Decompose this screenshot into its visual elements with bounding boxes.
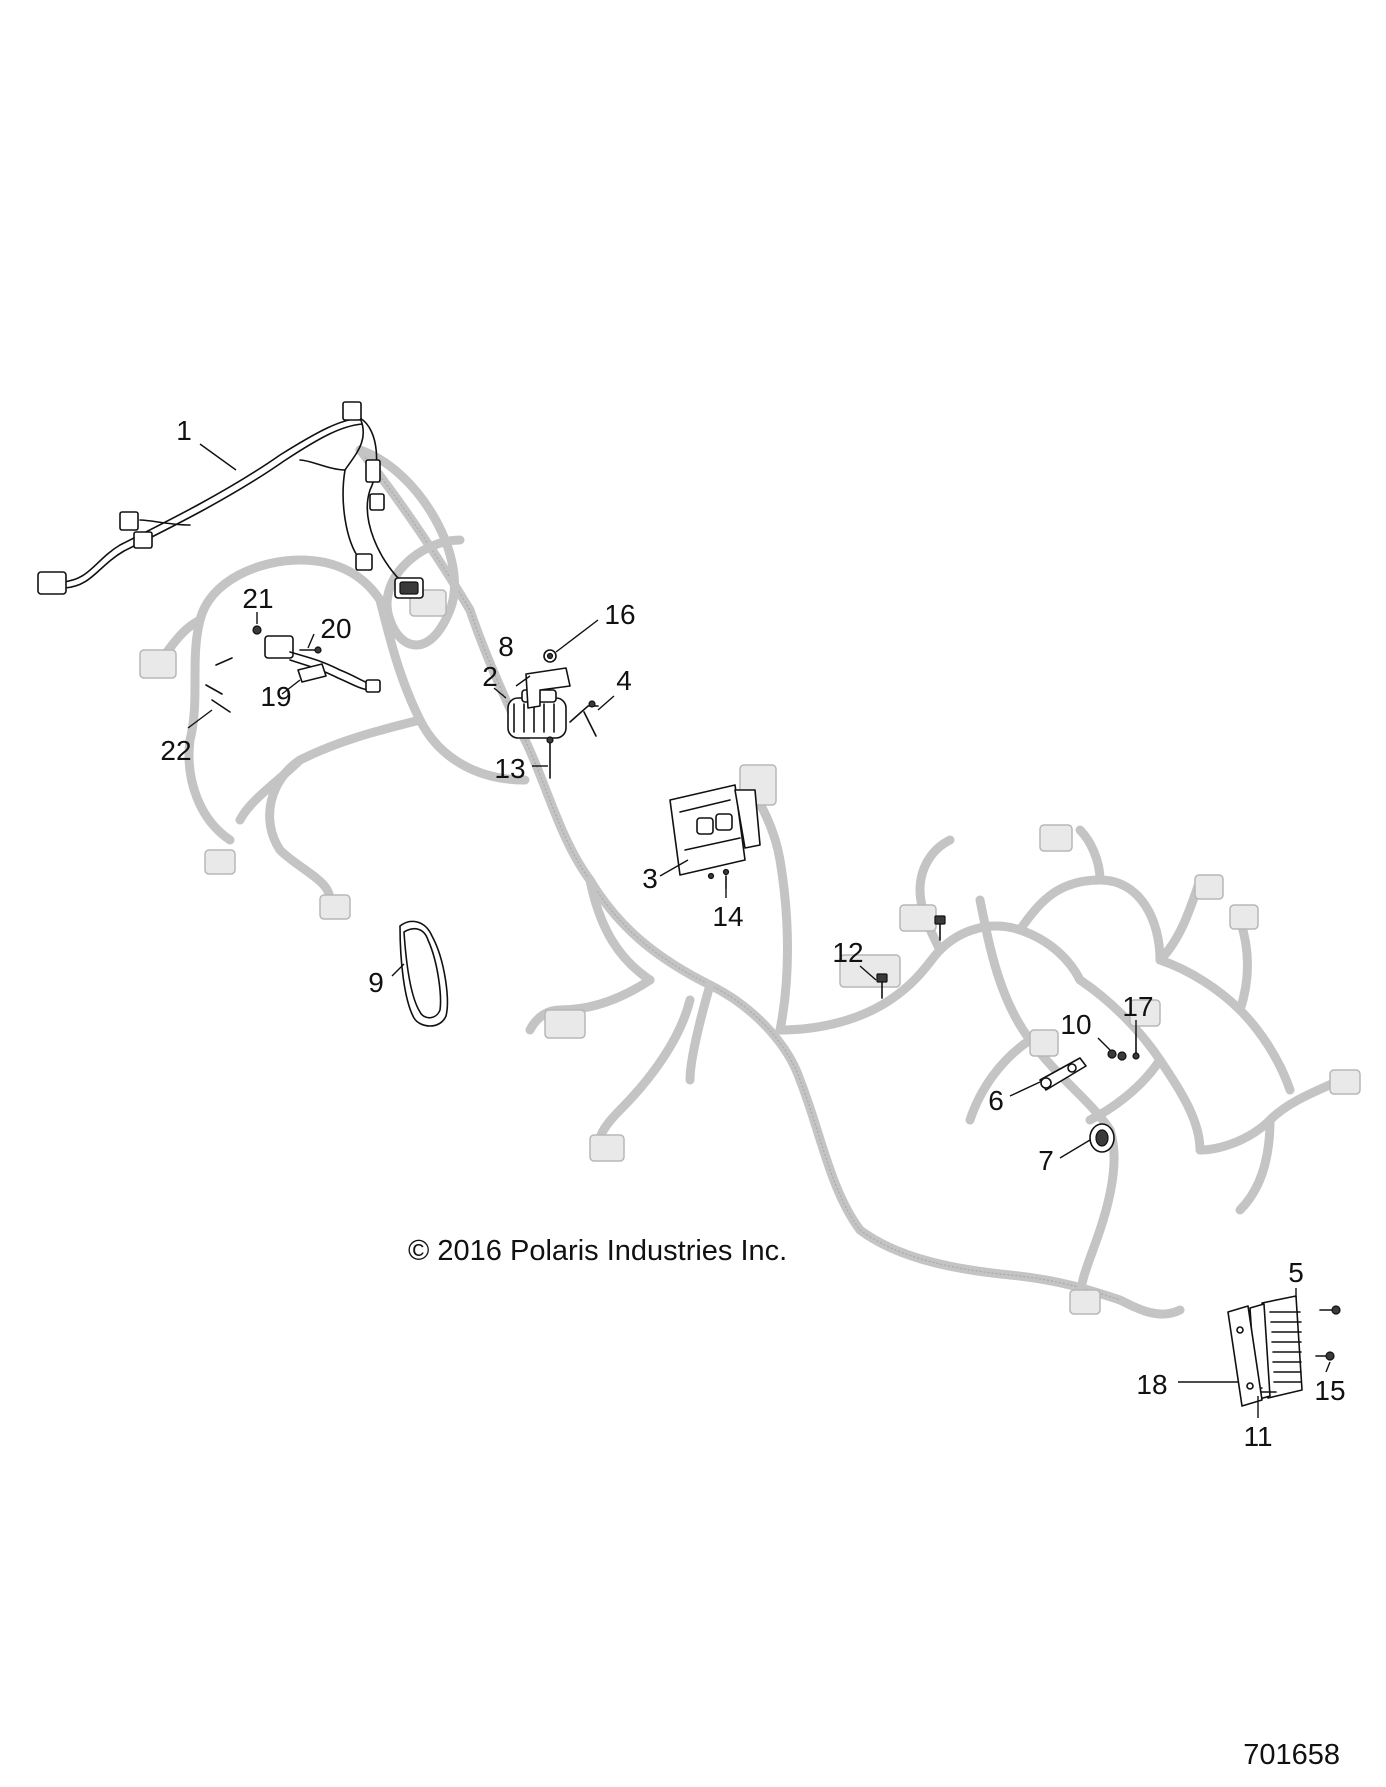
callout-20: 20	[320, 613, 351, 644]
main-wiring-harness	[139, 445, 1361, 1319]
callout-22: 22	[160, 735, 191, 766]
part-17-pin	[1132, 1033, 1140, 1060]
drawing-number: 701658	[1243, 1739, 1340, 1771]
callout-15: 15	[1314, 1375, 1345, 1406]
callout-17: 17	[1122, 991, 1153, 1022]
copyright-notice: © 2016 Polaris Industries Inc.	[408, 1235, 787, 1267]
part-12-bolt	[876, 915, 946, 999]
part-16-nut	[543, 649, 557, 663]
callout-6: 6	[988, 1085, 1004, 1116]
callout-11: 11	[1243, 1421, 1272, 1452]
callout-labels: 1 2 3 4 5 6 7 8 9 10 11 12 13 14 15 16 1…	[160, 415, 1345, 1452]
callout-7: 7	[1038, 1145, 1054, 1176]
part-9-strap	[399, 920, 449, 1027]
part-13-bolt	[546, 736, 554, 779]
part-8-coil-bracket	[525, 667, 571, 709]
callout-8: 8	[498, 631, 514, 662]
callout-12: 12	[832, 937, 863, 968]
callout-2: 2	[482, 661, 498, 692]
part-15-bolts	[1315, 1305, 1341, 1361]
part-10-nut	[1107, 1049, 1127, 1061]
callout-14: 14	[712, 901, 743, 932]
part-18-mount-plate	[1227, 1305, 1263, 1407]
part-1-sub-harness	[37, 401, 424, 599]
part-20-screw	[299, 646, 322, 654]
part-21-nut	[252, 625, 262, 635]
callout-18: 18	[1136, 1369, 1167, 1400]
callout-3: 3	[642, 863, 658, 894]
callout-21: 21	[242, 583, 273, 614]
callout-13: 13	[494, 753, 525, 784]
part-3-ecu	[669, 784, 761, 880]
part-22-screws	[205, 657, 233, 713]
callout-4: 4	[616, 665, 632, 696]
part-6-bracket	[1039, 1057, 1087, 1091]
callout-10: 10	[1060, 1009, 1091, 1040]
callout-5: 5	[1288, 1257, 1304, 1288]
part-19-relay-harness	[264, 635, 381, 693]
callout-19: 19	[260, 681, 291, 712]
part-4-clamp	[569, 700, 599, 737]
callout-9: 9	[368, 967, 384, 998]
part-7-grommet	[1089, 1123, 1115, 1153]
callout-1: 1	[176, 415, 192, 446]
leader-lines	[187, 443, 1331, 1418]
callout-16: 16	[604, 599, 635, 630]
